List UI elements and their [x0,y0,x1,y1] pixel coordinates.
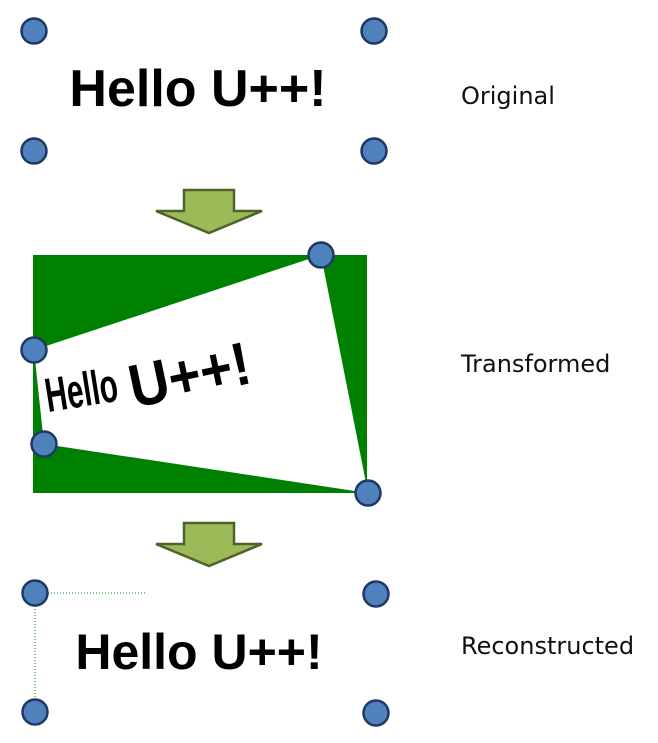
down-arrow-icon [155,188,263,235]
transformed-quad [34,255,368,493]
transformed-stage: Hello U++! [20,241,382,507]
reconstructed-text: Hello U++! [75,624,322,680]
stage-label-reconstructed: Reconstructed [461,632,635,660]
corner-handle-icon[interactable] [354,479,382,507]
corner-handle-icon[interactable] [30,430,58,458]
corner-handle-icon[interactable] [360,137,388,165]
down-arrow-icon [155,521,263,568]
corner-handle-icon[interactable] [20,336,48,364]
corner-handle-icon[interactable] [362,699,390,727]
corner-handle-icon[interactable] [362,580,390,608]
stage-label-original: Original [461,82,555,110]
original-stage: Hello U++! [20,17,388,165]
reconstructed-stage: Hello U++! [21,579,390,727]
transformed-text-hello: Hello [41,359,121,423]
corner-handle-icon[interactable] [360,17,388,45]
corner-handle-icon[interactable] [21,698,49,726]
corner-handle-icon[interactable] [20,137,48,165]
stage-label-transformed: Transformed [461,350,611,378]
corner-handle-icon[interactable] [21,579,49,607]
original-text: Hello U++! [69,60,326,118]
corner-handle-icon[interactable] [20,17,48,45]
corner-handle-icon[interactable] [307,241,335,269]
